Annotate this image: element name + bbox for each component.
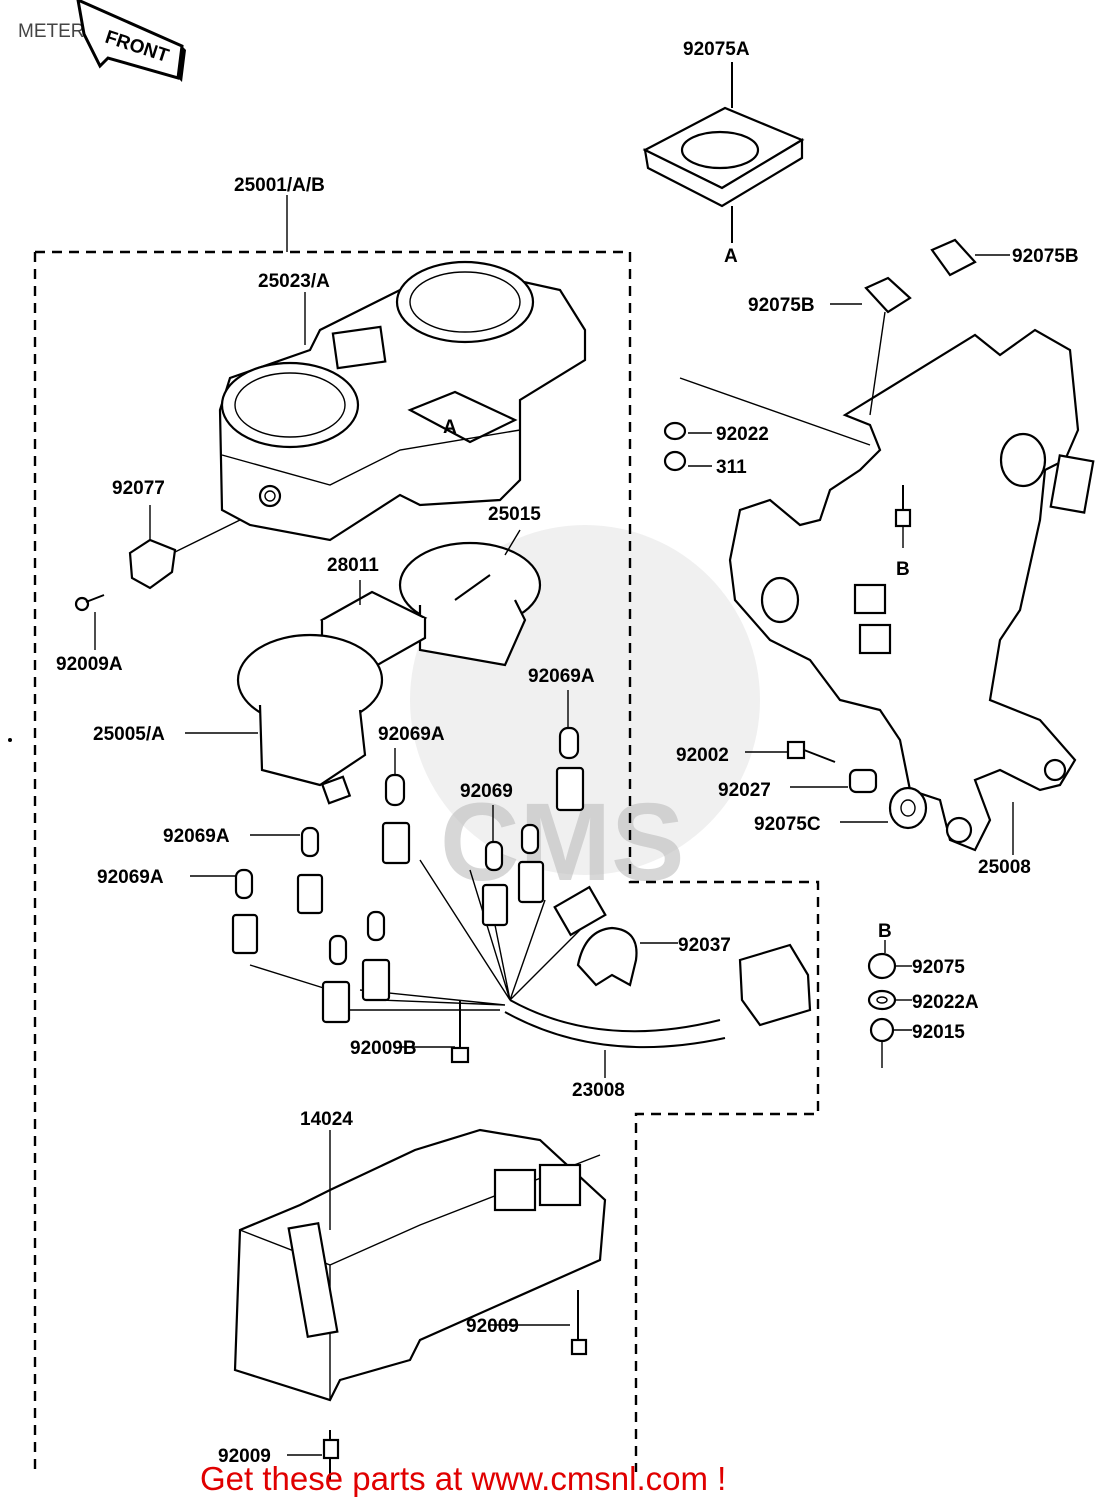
label-92075: 92075 xyxy=(912,957,965,978)
label-ref-A-top: A xyxy=(724,246,738,267)
label-92077: 92077 xyxy=(112,478,165,499)
tachometer-25015 xyxy=(398,529,542,667)
label-92009-2: 92009 xyxy=(218,1446,271,1467)
label-92009B: 92009B xyxy=(350,1038,417,1059)
label-ref-B-nuts: B xyxy=(878,921,892,942)
nut-311 xyxy=(663,450,712,472)
stud-B xyxy=(894,485,912,548)
screw-92009B xyxy=(450,1000,470,1064)
wiring-harness-23008 xyxy=(249,859,812,1078)
label-92037: 92037 xyxy=(678,935,731,956)
footer-link[interactable]: Get these parts at www.cmsnl.com ! xyxy=(200,1460,726,1497)
label-92022A: 92022A xyxy=(912,992,979,1013)
indicator-28011 xyxy=(319,580,428,670)
grommet-92075B xyxy=(830,238,1010,416)
label-92075B-1: 92075B xyxy=(1012,246,1079,267)
label-25015: 25015 xyxy=(488,504,541,525)
label-92009A: 92009A xyxy=(56,654,123,675)
label-92075C: 92075C xyxy=(754,814,821,835)
front-arrow-icon: FRONT xyxy=(76,0,186,82)
cable-drive-92077 xyxy=(128,505,241,590)
label-92069A-4: 92069A xyxy=(97,867,164,888)
label-25023A: 25023/A xyxy=(258,271,330,292)
screw-92009A xyxy=(74,594,105,650)
label-92009-1: 92009 xyxy=(466,1316,519,1337)
leader-lines xyxy=(190,195,570,1326)
label-25001AB: 25001/A/B xyxy=(234,175,325,196)
nut-92015 xyxy=(869,1017,912,1068)
bulbs-92069 xyxy=(234,726,580,966)
label-23008: 23008 xyxy=(572,1080,625,1101)
meter-case xyxy=(218,260,587,542)
washer-92022A xyxy=(867,989,912,1011)
screw-92009 xyxy=(287,1290,588,1480)
label-92015: 92015 xyxy=(912,1022,965,1043)
part-labels: 92075A A 92075B 92075B 25001/A/B 25023/A… xyxy=(56,39,1079,1467)
bolt-92002 xyxy=(745,740,836,763)
label-92069A-2: 92069A xyxy=(378,724,445,745)
label-92022: 92022 xyxy=(716,424,769,445)
label-ref-B-bracket: B xyxy=(896,559,910,580)
label-92027: 92027 xyxy=(718,780,771,801)
label-25005A: 25005/A xyxy=(93,724,165,745)
label-28011: 28011 xyxy=(327,555,379,576)
stray-dot xyxy=(8,738,12,742)
label-14024: 14024 xyxy=(300,1109,353,1130)
label-25008: 25008 xyxy=(978,857,1031,878)
bulb-sockets xyxy=(231,766,585,1024)
label-92002: 92002 xyxy=(676,745,729,766)
speedometer-25005A xyxy=(185,633,384,805)
clamp-92037 xyxy=(576,926,678,987)
label-92069: 92069 xyxy=(460,781,513,802)
collar-92027 xyxy=(790,768,878,794)
nut-92075 xyxy=(867,940,912,980)
label-92069A-3: 92069A xyxy=(163,826,230,847)
label-92075B-2: 92075B xyxy=(748,295,815,316)
label-92075A: 92075A xyxy=(683,39,750,60)
assembly-boundary xyxy=(33,250,820,1472)
bracket-25008 xyxy=(728,328,1095,855)
washer-92022 xyxy=(663,377,871,446)
label-ref-A-case: A xyxy=(443,417,457,438)
lower-cover-14024 xyxy=(233,1128,607,1402)
grommet-92075C xyxy=(840,786,928,830)
label-311: 311 xyxy=(716,457,747,478)
grommet-92075A xyxy=(642,62,805,243)
label-92069A-1: 92069A xyxy=(528,666,595,687)
page-title: METER xyxy=(18,21,85,42)
